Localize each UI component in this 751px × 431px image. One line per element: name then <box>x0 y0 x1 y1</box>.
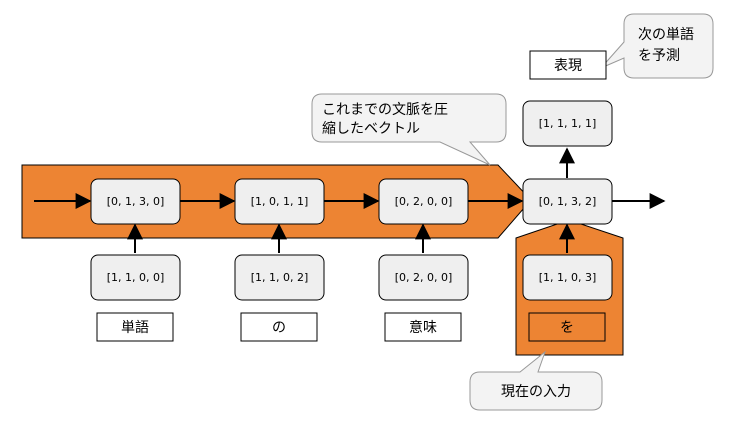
state-vector-1: [0, 1, 3, 0] <box>107 195 165 208</box>
input-vector-1: [1, 1, 0, 0] <box>107 271 165 284</box>
state-box-1: [0, 1, 3, 0] <box>90 178 181 225</box>
word-box-1: 単語 <box>96 312 174 342</box>
state-box-2: [1, 0, 1, 1] <box>234 178 325 225</box>
callout-predict-line1: 次の単語 <box>638 27 694 43</box>
callout-predict-next-word <box>600 13 714 79</box>
input-box-4: [1, 1, 0, 3] <box>522 254 613 301</box>
state-box-4: [0, 1, 3, 2] <box>522 178 613 225</box>
input-vector-4: [1, 1, 0, 3] <box>539 271 597 284</box>
word-box-4: を <box>528 312 606 342</box>
callout-current-input-text: 現在の入力 <box>501 384 571 400</box>
input-box-3: [0, 2, 0, 0] <box>378 254 469 301</box>
input-word-3: 意味 <box>409 319 437 336</box>
input-vector-3: [0, 2, 0, 0] <box>395 271 453 284</box>
callout-compressed-line2: 縮したベクトル <box>322 121 420 137</box>
word-box-2: の <box>240 312 318 342</box>
state-vector-2: [1, 0, 1, 1] <box>251 195 309 208</box>
output-word-box: 表現 <box>529 50 607 80</box>
callout-predict-line2: を予測 <box>638 48 680 64</box>
input-word-2: の <box>272 320 286 336</box>
state-vector-4: [0, 1, 3, 2] <box>539 195 597 208</box>
output-vector: [1, 1, 1, 1] <box>539 117 597 130</box>
output-box: [1, 1, 1, 1] <box>522 100 613 147</box>
callout-compressed-vector <box>311 93 507 166</box>
input-box-2: [1, 1, 0, 2] <box>234 254 325 301</box>
input-vector-2: [1, 1, 0, 2] <box>251 271 309 284</box>
input-word-4: を <box>560 320 574 336</box>
output-word: 表現 <box>554 58 582 74</box>
input-box-1: [1, 1, 0, 0] <box>90 254 181 301</box>
input-word-1: 単語 <box>121 320 149 336</box>
callout-current-input <box>469 350 603 411</box>
callout-compressed-line1: これまでの文脈を圧 <box>322 102 448 118</box>
state-box-3: [0, 2, 0, 0] <box>378 178 469 225</box>
word-box-3: 意味 <box>384 312 462 342</box>
state-vector-3: [0, 2, 0, 0] <box>395 195 453 208</box>
